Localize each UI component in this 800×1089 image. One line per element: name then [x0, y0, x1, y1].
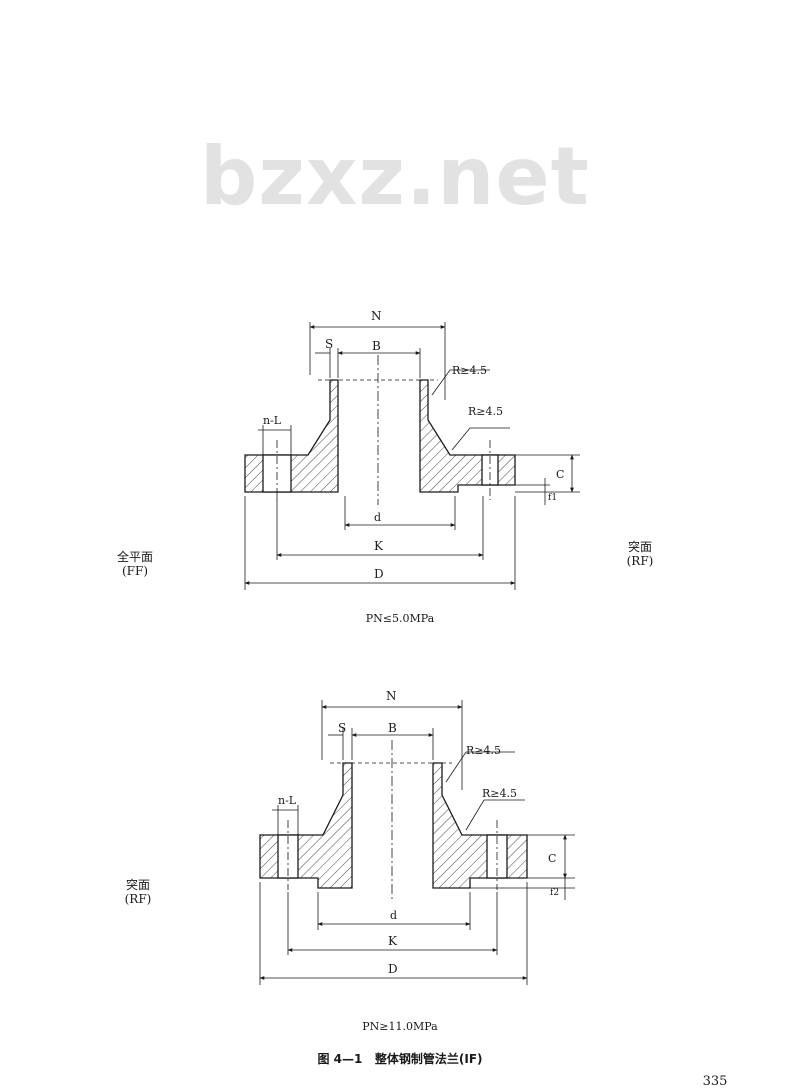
- bottom-label-f: f2: [550, 888, 559, 898]
- top-left-face-label: 全平面 (FF): [116, 550, 153, 578]
- top-flange-drawing: [244, 322, 580, 590]
- bottom-label-c: C: [548, 852, 556, 865]
- watermark: bzxz.net: [200, 130, 590, 223]
- bottom-caption: PN≥11.0MPa: [362, 1020, 438, 1033]
- top-caption: PN≤5.0MPa: [365, 612, 435, 625]
- top-label-n: N: [371, 309, 382, 323]
- bottom-left-face-label: 突面 (RF): [124, 878, 152, 906]
- top-label-f: f1: [548, 493, 557, 503]
- bottom-dimension-labels: N S B R≥4.5 R≥4.5 n-L C f2 d K D: [278, 689, 559, 976]
- top-label-r1: R≥4.5: [452, 364, 487, 377]
- top-label-s: S: [325, 337, 333, 351]
- bottom-label-k: K: [388, 934, 398, 948]
- bottom-label-d-outer: D: [388, 962, 398, 976]
- top-label-d-small: d: [374, 511, 381, 524]
- bottom-label-r1: R≥4.5: [466, 744, 501, 757]
- top-right-section: [419, 379, 516, 493]
- bottom-label-s: S: [338, 721, 346, 735]
- top-label-d-outer: D: [374, 567, 384, 581]
- bottom-label-n: N: [386, 689, 397, 703]
- bottom-label-d-small: d: [390, 909, 397, 922]
- figure-title: 图 4—1 整体钢制管法兰(IF): [317, 1052, 483, 1066]
- top-dimension-labels: N S B R≥4.5 R≥4.5 n-L C f1 d K D: [263, 309, 564, 581]
- top-right-face-label: 突面 (RF): [626, 540, 654, 568]
- bottom-flange-drawing: [259, 700, 575, 985]
- top-label-k: K: [374, 539, 384, 553]
- top-label-b: B: [372, 339, 381, 353]
- top-label-c: C: [556, 468, 564, 481]
- top-label-r2: R≥4.5: [468, 405, 503, 418]
- top-label-nl: n-L: [263, 414, 282, 427]
- bottom-left-section: [259, 762, 353, 889]
- bottom-label-r2: R≥4.5: [482, 787, 517, 800]
- bottom-label-b: B: [388, 721, 397, 735]
- bottom-label-nl: n-L: [278, 794, 297, 807]
- bottom-right-section: [432, 762, 528, 889]
- page-number: 335: [702, 1074, 728, 1089]
